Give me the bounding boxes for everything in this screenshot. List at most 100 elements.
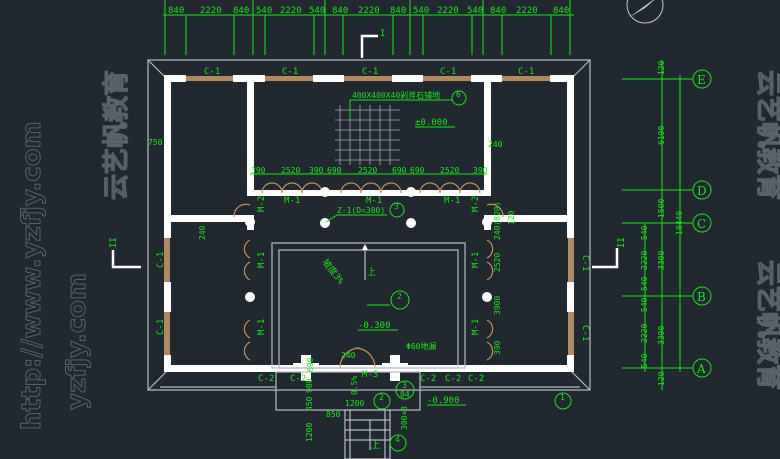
svg-text:120: 120 (657, 371, 666, 386)
svg-text:Z-1(D=300): Z-1(D=300) (337, 206, 385, 215)
svg-text:3300: 3300 (657, 251, 666, 270)
svg-text:300×3: 300×3 (400, 406, 409, 430)
svg-text:M-1: M-1 (444, 196, 460, 206)
section-mark-top: I (360, 29, 385, 58)
svg-text:M-1: M-1 (471, 319, 481, 335)
svg-text:C-1: C-1 (156, 252, 166, 268)
svg-text:2: 2 (397, 292, 402, 301)
svg-text:2220: 2220 (640, 324, 649, 343)
svg-text:240: 240 (198, 225, 207, 240)
dim-top-7: 2220 (358, 6, 380, 16)
svg-text:4: 4 (395, 435, 400, 444)
top-dimension-chain: 840 2220 840 540 2220 540 840 2220 840 5… (163, 0, 574, 55)
svg-text:120: 120 (507, 210, 516, 225)
svg-text:C-1: C-1 (580, 255, 590, 271)
svg-text:2520: 2520 (281, 166, 300, 175)
dim-top-6: 840 (332, 6, 348, 16)
watermark-domain: yzfjy.com (62, 273, 92, 410)
svg-text:1500: 1500 (657, 199, 666, 218)
svg-text:2520: 2520 (358, 166, 377, 175)
dim-top-2: 840 (233, 6, 249, 16)
section-mark-right: II (592, 237, 627, 269)
svg-text:C-2: C-2 (420, 374, 436, 384)
svg-text:120: 120 (657, 60, 666, 75)
svg-text:C-1: C-1 (282, 67, 298, 77)
axis-label-d: D (697, 184, 707, 198)
north-arrow-icon (626, 0, 664, 24)
dim-top-14: 840 (553, 6, 569, 16)
svg-text:390: 390 (309, 166, 324, 175)
svg-text:II: II (109, 237, 119, 248)
svg-text:M-1: M-1 (284, 196, 300, 206)
svg-text:C-2: C-2 (290, 374, 306, 384)
svg-text:坡度3%: 坡度3% (320, 256, 348, 287)
dim-top-11: 540 (467, 6, 483, 16)
dim-top-10: 2220 (437, 6, 459, 16)
svg-text:2220: 2220 (640, 251, 649, 270)
svg-text:上: 上 (367, 267, 376, 278)
svg-text:690: 690 (392, 166, 407, 175)
svg-text:240: 240 (341, 351, 356, 360)
axis-label-e: E (697, 73, 706, 87)
svg-text:240: 240 (488, 140, 503, 149)
dim-top-0: 840 (168, 6, 184, 16)
dim-top-1: 2220 (200, 6, 222, 16)
svg-text:6: 6 (456, 90, 461, 99)
svg-text:C-1: C-1 (580, 325, 590, 341)
svg-text:M-2: M-2 (471, 196, 481, 212)
watermarks: http://www.yzfjy.com 云艺帆教育 云艺帆教育 yzfjy.c… (17, 69, 780, 430)
svg-text:3300: 3300 (657, 326, 666, 345)
svg-text:450: 450 (305, 396, 314, 411)
svg-text:M-1: M-1 (257, 319, 267, 335)
svg-text:850: 850 (326, 410, 341, 419)
dim-top-4: 2220 (280, 6, 302, 16)
svg-text:540: 540 (640, 225, 649, 240)
dim-top-3: 540 (256, 6, 272, 16)
svg-text:-0.300: -0.300 (358, 321, 391, 331)
svg-text:18440: 18440 (675, 211, 684, 235)
svg-text:400X400X40剁斧石铺地: 400X400X40剁斧石铺地 (352, 90, 440, 100)
svg-text:690: 690 (327, 166, 342, 175)
svg-text:M-2: M-2 (257, 196, 267, 212)
svg-text:1200: 1200 (305, 423, 314, 442)
svg-text:C-1: C-1 (156, 319, 166, 335)
section-mark-left: II (109, 237, 141, 269)
svg-text:C-1: C-1 (518, 67, 534, 77)
svg-text:390: 390 (493, 340, 502, 355)
svg-text:-0.900: -0.900 (427, 396, 460, 406)
svg-text:M-3: M-3 (362, 370, 378, 380)
svg-text:3: 3 (394, 202, 399, 211)
svg-text:750: 750 (148, 138, 163, 147)
watermark-brand-3: 云艺帆教育 (101, 70, 132, 200)
porch-and-steps (160, 371, 580, 459)
svg-text:690: 690 (410, 166, 425, 175)
svg-text:C-2: C-2 (258, 374, 274, 384)
dim-top-9: 540 (413, 6, 429, 16)
roof-outline (147, 59, 591, 391)
svg-text:390: 390 (251, 166, 266, 175)
svg-text:900: 900 (305, 378, 314, 393)
svg-text:390: 390 (473, 166, 488, 175)
axis-label-a: A (696, 362, 706, 376)
walls (164, 75, 574, 381)
svg-text:2: 2 (379, 393, 384, 402)
stone-paving-grid (335, 105, 400, 165)
svg-text:240(820): 240(820) (493, 201, 502, 240)
svg-text:3900: 3900 (493, 296, 502, 315)
svg-text:1200: 1200 (345, 399, 364, 408)
svg-text:C-1: C-1 (440, 67, 456, 77)
axis-grid-right: E D C B A 120 6100 1500 3300 3300 18440 … (622, 60, 712, 390)
courtyard (271, 242, 466, 369)
svg-text:690: 690 (306, 357, 315, 372)
svg-text:Φ60地漏: Φ60地漏 (406, 341, 436, 351)
watermark-brand: 云艺帆教育 (753, 70, 780, 200)
svg-text:2520: 2520 (493, 253, 502, 272)
annotations: 400X400X40剁斧石铺地 6 ±0.000 Z-1(D=300) 3 坡度… (148, 90, 572, 452)
svg-text:M-1: M-1 (257, 252, 267, 268)
axis-label-c: C (697, 217, 706, 231)
svg-text:540: 540 (640, 276, 649, 291)
svg-text:6100: 6100 (657, 126, 666, 145)
svg-text:1: 1 (560, 393, 565, 402)
doors (233, 182, 504, 369)
